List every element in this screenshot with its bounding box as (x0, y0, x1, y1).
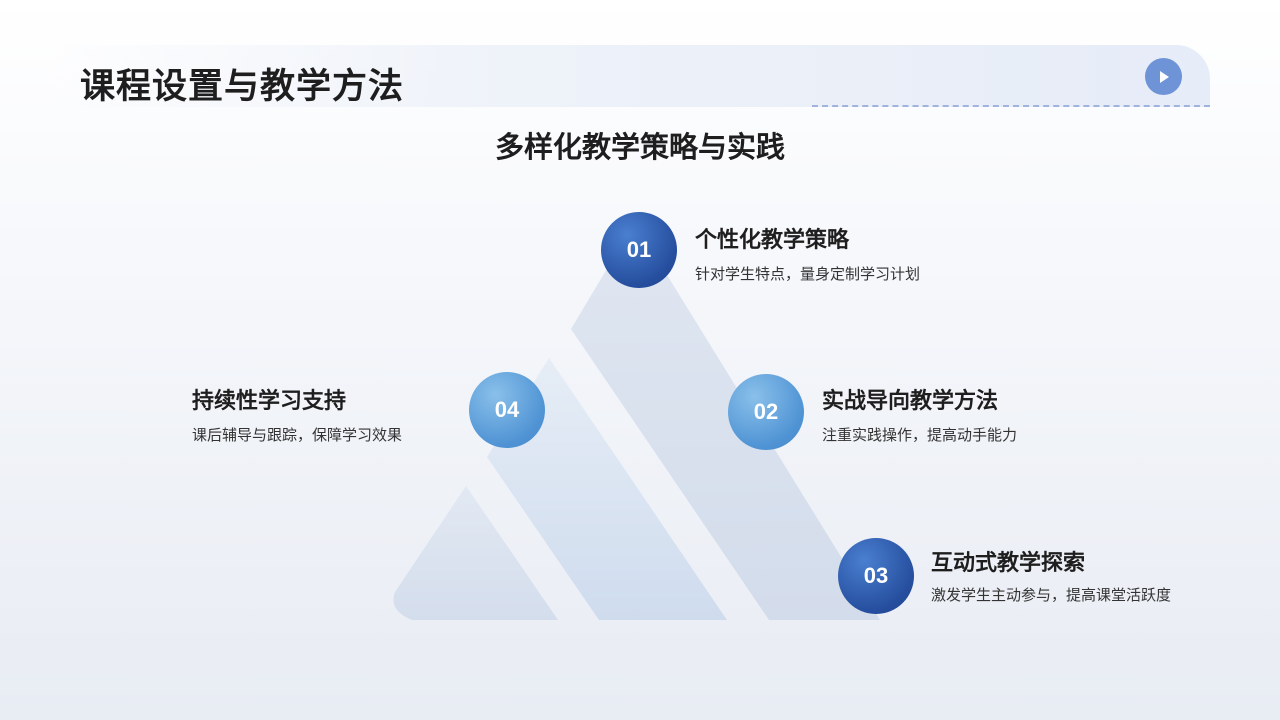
header-band (52, 45, 1210, 107)
step-badge-01: 01 (601, 212, 677, 288)
item-title-interactive: 互动式教学探索 (931, 551, 1086, 576)
diagram-band-large (571, 245, 880, 620)
step-badge-02: 02 (728, 374, 804, 450)
play-icon (1159, 70, 1169, 83)
section-subtitle: 多样化教学策略与实践 (494, 130, 785, 164)
diagram-band-small (393, 486, 558, 620)
step-number: 02 (753, 399, 779, 424)
item-desc-interactive: 激发学生主动参与，提高课堂活跃度 (931, 586, 1172, 604)
item-title-practice: 实战导向教学方法 (822, 389, 999, 414)
step-number: 01 (626, 237, 652, 262)
item-title-personalized: 个性化教学策略 (695, 228, 850, 253)
item-desc-support: 课后辅导与跟踪，保障学习效果 (192, 426, 403, 444)
page-title: 课程设置与教学方法 (80, 67, 405, 107)
step-number: 03 (863, 563, 889, 588)
diagram-band-middle (487, 358, 727, 620)
play-button[interactable] (1145, 58, 1182, 95)
item-desc-personalized: 针对学生特点，量身定制学习计划 (695, 265, 921, 283)
item-desc-practice: 注重实践操作，提高动手能力 (822, 426, 1018, 444)
step-badge-04: 04 (469, 372, 545, 448)
step-badge-03: 03 (838, 538, 914, 614)
header-divider (812, 105, 1210, 107)
step-number: 04 (494, 397, 520, 422)
item-title-support: 持续性学习支持 (192, 389, 347, 414)
